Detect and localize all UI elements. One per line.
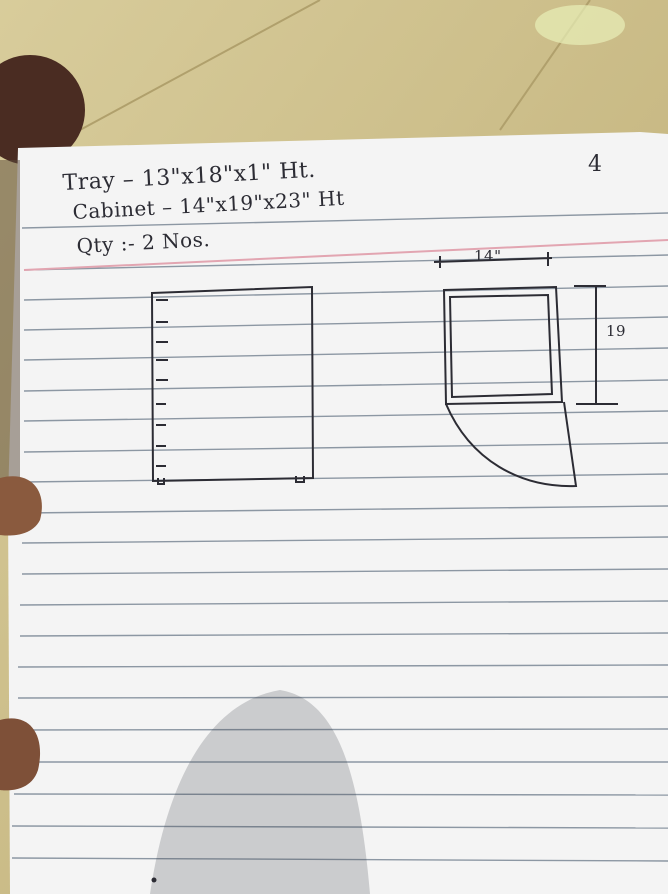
cabinet-top-sketch [433,252,618,488]
hand-shadow [150,690,370,894]
light-reflection [535,5,625,45]
cabinet-front-sketch [150,285,315,485]
width-label: 14" [474,247,502,265]
floor-tile-seam [79,0,321,131]
notebook-page [8,132,668,894]
height-label: 19 [606,322,627,340]
hair [0,55,85,165]
finger [0,718,41,791]
ruled-lines [11,212,668,862]
spiral-binding [0,160,20,480]
finger [0,476,42,536]
page-mark: 4 [588,152,603,177]
pen-dot [151,877,157,883]
margin-line [23,239,668,271]
